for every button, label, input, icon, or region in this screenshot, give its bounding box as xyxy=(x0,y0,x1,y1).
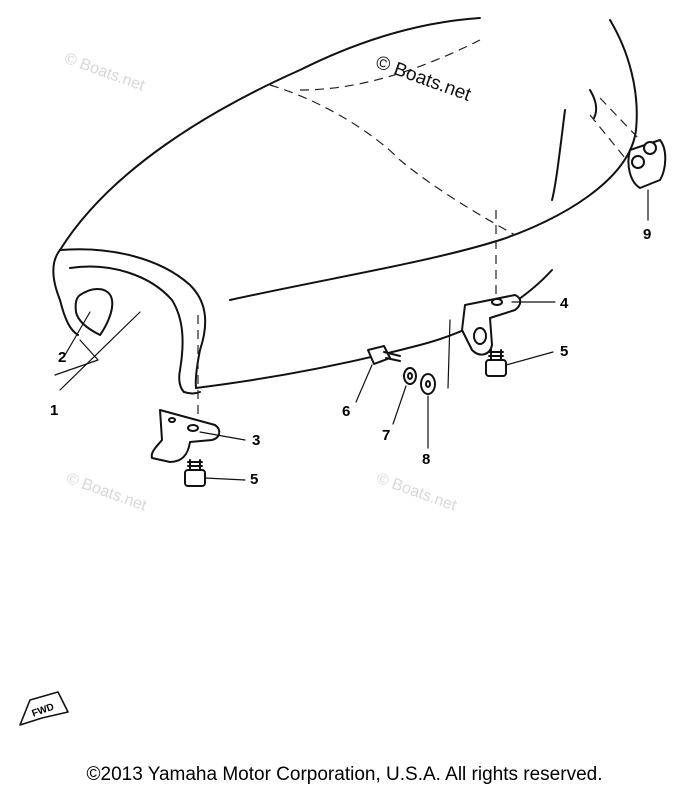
callout-4: 4 xyxy=(560,295,569,312)
callout-7: 7 xyxy=(382,427,391,444)
bolt-5-upper xyxy=(485,349,507,377)
callout-5: 5 xyxy=(560,343,569,360)
callout-3: 3 xyxy=(252,432,261,449)
bolt-5-lower xyxy=(184,459,206,487)
callout-8: 8 xyxy=(422,451,431,468)
part-9 xyxy=(627,139,667,189)
bracket-4 xyxy=(461,294,522,356)
copyright-notice: ©2013 Yamaha Motor Corporation, U.S.A. A… xyxy=(86,764,603,785)
callout-6: 6 xyxy=(342,403,351,420)
bolt-6 xyxy=(367,345,401,365)
washer-7 xyxy=(403,367,417,385)
fwd-arrow-icon: FWD xyxy=(19,691,69,726)
callout-2: 2 xyxy=(58,349,67,366)
callout-5: 5 xyxy=(250,471,259,488)
callout-9: 9 xyxy=(643,226,652,243)
callout-1: 1 xyxy=(50,402,59,419)
washer-8 xyxy=(420,373,436,395)
seat xyxy=(52,17,638,395)
bracket-3 xyxy=(150,409,221,463)
